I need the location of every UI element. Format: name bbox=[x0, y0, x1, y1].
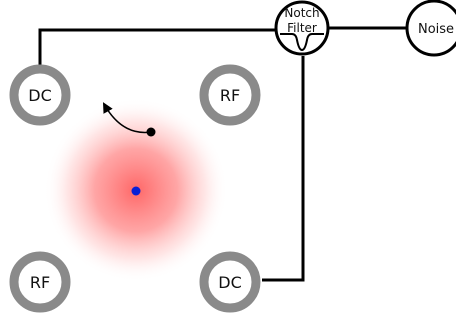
ion bbox=[131, 186, 141, 196]
wire-filter-to-dc-bottom bbox=[262, 56, 305, 282]
noise-source: Noise bbox=[405, 0, 456, 57]
electrode-top-right: RF bbox=[199, 64, 261, 126]
notch-filter: Notch Filter bbox=[274, 0, 330, 56]
electrode-label: RF bbox=[30, 273, 50, 292]
electrode-label: RF bbox=[220, 86, 240, 105]
wire-dc-to-filter bbox=[38, 28, 276, 66]
perturbation-dot bbox=[146, 127, 156, 137]
electrode-label: DC bbox=[28, 86, 52, 105]
notch-filter-label-line2: Filter bbox=[287, 21, 317, 35]
noise-label: Noise bbox=[418, 22, 454, 37]
electrode-top-left: DC bbox=[9, 64, 71, 126]
electrode-bottom-left: RF bbox=[9, 251, 71, 313]
notch-response-curve bbox=[280, 33, 324, 52]
electrode-bottom-right: DC bbox=[199, 251, 261, 313]
wires bbox=[38, 26, 406, 282]
perturbation-arrow bbox=[102, 102, 156, 137]
notch-filter-label-line1: Notch bbox=[284, 6, 319, 20]
electrode-label: DC bbox=[218, 273, 242, 292]
